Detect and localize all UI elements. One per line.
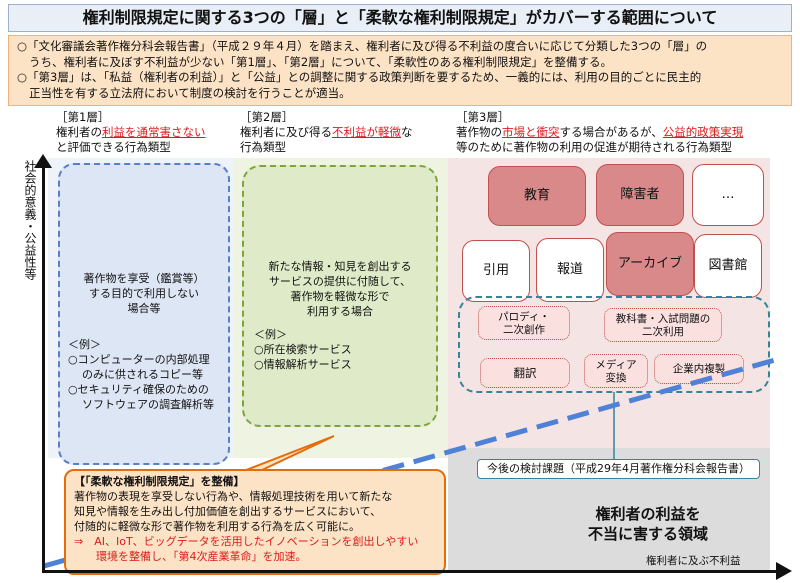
layer3-desc: 等のために著作物の利用の促進が期待される行為類型 (456, 140, 732, 154)
layer3-desc-emphasis: 市場と衝突 (502, 125, 560, 139)
layer2-box-text: 新たな情報・知見を創出する (268, 260, 412, 273)
layer2-desc: 権利者に及び得る (240, 125, 332, 139)
tile-education: 教育 (488, 166, 586, 226)
layer1-box-text: する目的で利用しない (89, 287, 199, 300)
item-media-text: 変換 (605, 372, 627, 384)
layer2-header: ［第2層］ 権利者に及び得る不利益が軽微な 行為類型 (240, 110, 413, 155)
item-parody-text: 二次創作 (503, 324, 545, 336)
flexible-text: 付随的に軽微な形で著作物を利用する行為を広く可能に。 (74, 520, 360, 533)
layer2-box-text: サービスの提供に付随して、 (268, 275, 412, 288)
harm-region-text: 不当に害する領域 (587, 525, 708, 543)
layer3-desc-emphasis: 公益的政策実現 (662, 125, 744, 139)
layer1-box: 著作物を享受（鑑賞等） する目的で利用しない 場合等 ＜例＞ ○コンピューターの… (58, 163, 230, 465)
tile-quote: 引用 (462, 240, 530, 302)
y-axis-label: 社会的意義・公益性等 (23, 160, 37, 280)
item-corporate-copy: 企業内複製 (654, 354, 744, 384)
item-media-text: メディア (595, 359, 637, 371)
tile-news: 報道 (536, 238, 604, 302)
item-media-conversion: メディア 変換 (584, 354, 648, 388)
item-textbook-text: 教科書・入試問題の (615, 313, 711, 325)
layer1-desc-emphasis: 利益を通常害さない (102, 125, 206, 139)
layer2-example: ○所在検索サービス (254, 343, 352, 356)
y-axis-arrow-icon (34, 154, 52, 168)
x-axis-arrow-icon (776, 562, 792, 580)
intro-line: うち、権利者に及ぼす不利益が少ない「第1層」、「第2層」について、「柔軟性のある… (29, 54, 612, 69)
layer1-example-heading: ＜例＞ (68, 338, 101, 351)
intro-line: 正当性を有する立法府において制度の検討を行うことが適当。 (29, 85, 351, 100)
future-issues-label: 今後の検討課題（平成29年4月著作権分科会報告書） (477, 459, 760, 479)
layer1-box-text: 場合等 (127, 302, 161, 315)
layer2-desc-emphasis: 不利益が軽微 (332, 125, 401, 139)
layer1-example: のみに供されるコピー等 (82, 368, 203, 381)
tile-archive: アーカイブ (606, 232, 694, 296)
flexible-heading: 【「柔軟な権利制限規定」を整備】 (74, 475, 245, 488)
intro-line: ○「第3層」は、「私益（権利者の利益）」と「公益」との調整に関する政策判断を要す… (17, 70, 702, 84)
item-parody-text: パロディ・ (498, 311, 550, 323)
intro-line: ○「文化審議会著作権分科会報告書」（平成２９年４月）を踏まえ、権利者に及び得る不… (17, 39, 708, 53)
layer1-tag: ［第1層］ (56, 110, 110, 124)
layer3-tag: ［第3層］ (456, 110, 510, 124)
layer1-desc: 権利者の (56, 125, 102, 139)
flexible-provision-box: 【「柔軟な権利制限規定」を整備】 著作物の表現を享受しない行為や、情報処理技術を… (64, 469, 446, 575)
item-translation: 翻訳 (480, 358, 570, 388)
layer2-example-heading: ＜例＞ (254, 328, 287, 341)
item-textbook-text: 二次利用 (642, 326, 684, 338)
flexible-text: 知見や情報を生み出し付加価値を創出するサービスにおいて、 (74, 505, 382, 518)
x-axis-line (42, 570, 782, 573)
layer1-example: ○コンピューターの内部処理 (68, 353, 210, 366)
layer2-desc: な (401, 125, 413, 139)
tile-etc: … (692, 164, 764, 226)
layer3-desc: する場合があるが、 (559, 125, 663, 139)
layer3-header: ［第3層］ 著作物の市場と衝突する場合があるが、公益的政策実現 等のために著作物… (456, 110, 743, 155)
item-textbook: 教科書・入試問題の 二次利用 (604, 308, 722, 342)
tile-library: 図書館 (694, 234, 762, 298)
layer2-desc: 行為類型 (240, 140, 286, 154)
layer1-box-text: 著作物を享受（鑑賞等） (83, 272, 205, 285)
flexible-emphasis: ⇒ AI、IoT、ビッグデータを活用したイノベーションを創出しやすい (74, 535, 419, 548)
intro-box: ○「文化審議会著作権分科会報告書」（平成２９年４月）を踏まえ、権利者に及び得る不… (8, 35, 792, 106)
layer1-desc: と評価できる行為類型 (56, 140, 171, 154)
y-axis-line (42, 165, 45, 573)
layer2-box-text: 利用する場合 (307, 305, 373, 318)
item-parody: パロディ・ 二次創作 (478, 306, 570, 340)
layer1-example: ○セキュリティ確保のための (68, 383, 209, 396)
layer2-example: ○情報解析サービス (254, 358, 352, 371)
layer1-header: ［第1層］ 権利者の利益を通常害さない と評価できる行為類型 (56, 110, 206, 155)
layer1-example: ソフトウェアの調査解析等 (82, 398, 214, 411)
flexible-emphasis: 環境を整備し、「第4次産業革命」を加速。 (74, 550, 307, 563)
x-axis-label: 権利者に及ぶ不利益 (646, 555, 741, 567)
layer2-tag: ［第2層］ (240, 110, 294, 124)
harm-region-text: 権利者の利益を (595, 505, 701, 523)
page-title: 権利制限規定に関する3つの「層」と「柔軟な権利制限規定」がカバーする範囲について (8, 4, 792, 32)
harm-region-label: 権利者の利益を 不当に害する領域 (558, 504, 738, 544)
flexible-text: 著作物の表現を享受しない行為や、情報処理技術を用いて新たな (74, 490, 393, 503)
layer2-box-text: 著作物を軽微な形で (290, 290, 390, 303)
layer3-desc: 著作物の (456, 125, 502, 139)
layer2-box: 新たな情報・知見を創出する サービスの提供に付随して、 著作物を軽微な形で 利用… (242, 165, 438, 427)
tile-disability: 障害者 (596, 164, 684, 226)
